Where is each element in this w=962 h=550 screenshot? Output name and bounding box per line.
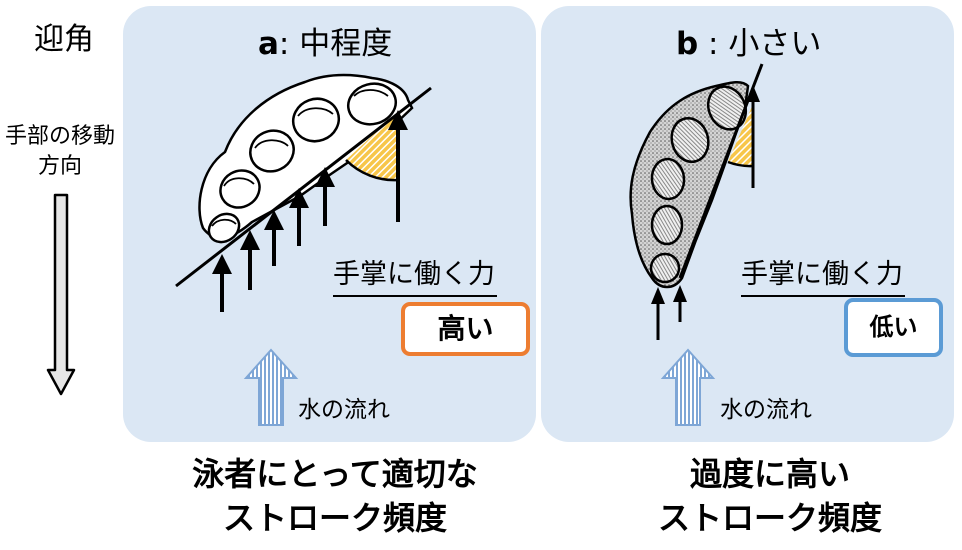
hand-direction-arrow <box>46 193 76 396</box>
force-arrows-moderate <box>212 110 408 312</box>
hand-small-angle <box>629 81 750 289</box>
force-low-badge: 低い <box>844 298 943 357</box>
caption-excessive-stroke-rate: 過度に高い ストローク頻度 <box>657 455 882 537</box>
caption-appropriate-stroke-rate: 泳者にとって適切な ストローク頻度 <box>192 455 478 537</box>
panel-b-letter: b <box>676 26 699 62</box>
angle-wedge-small <box>728 104 753 167</box>
water-flow-arrow-a <box>243 348 299 426</box>
angle-wedge-moderate <box>346 112 398 181</box>
force-arrows-small <box>651 85 760 340</box>
panel-a-title: a: 中程度 <box>258 18 392 63</box>
angle-arc-moderate <box>345 159 399 182</box>
water-flow-label-a: 水の流れ <box>298 397 390 423</box>
palm-force-label-b: 手掌に働く力 <box>741 252 905 297</box>
palm-line-moderate <box>175 86 432 288</box>
force-high-badge: 高い <box>401 302 530 356</box>
palm-force-text-a: 手掌に働く力 <box>333 259 495 290</box>
angle-of-attack-label: 迎角 <box>34 22 94 57</box>
hand-direction-label: 手部の移動方向 <box>4 124 115 179</box>
water-flow-label-b: 水の流れ <box>720 397 812 423</box>
water-flow-arrow-b <box>660 348 716 426</box>
panel-b-title: b : 小さい <box>676 18 821 63</box>
hand-moderate-angle <box>198 73 414 244</box>
panel-a-letter: a <box>258 26 279 62</box>
panel-a-angle-text: : 中程度 <box>278 26 393 62</box>
panel-small-angle <box>541 6 954 442</box>
panel-b-angle-text: : 小さい <box>698 26 822 62</box>
palm-force-text-b: 手掌に働く力 <box>741 259 903 290</box>
palm-force-label-a: 手掌に働く力 <box>333 252 497 297</box>
